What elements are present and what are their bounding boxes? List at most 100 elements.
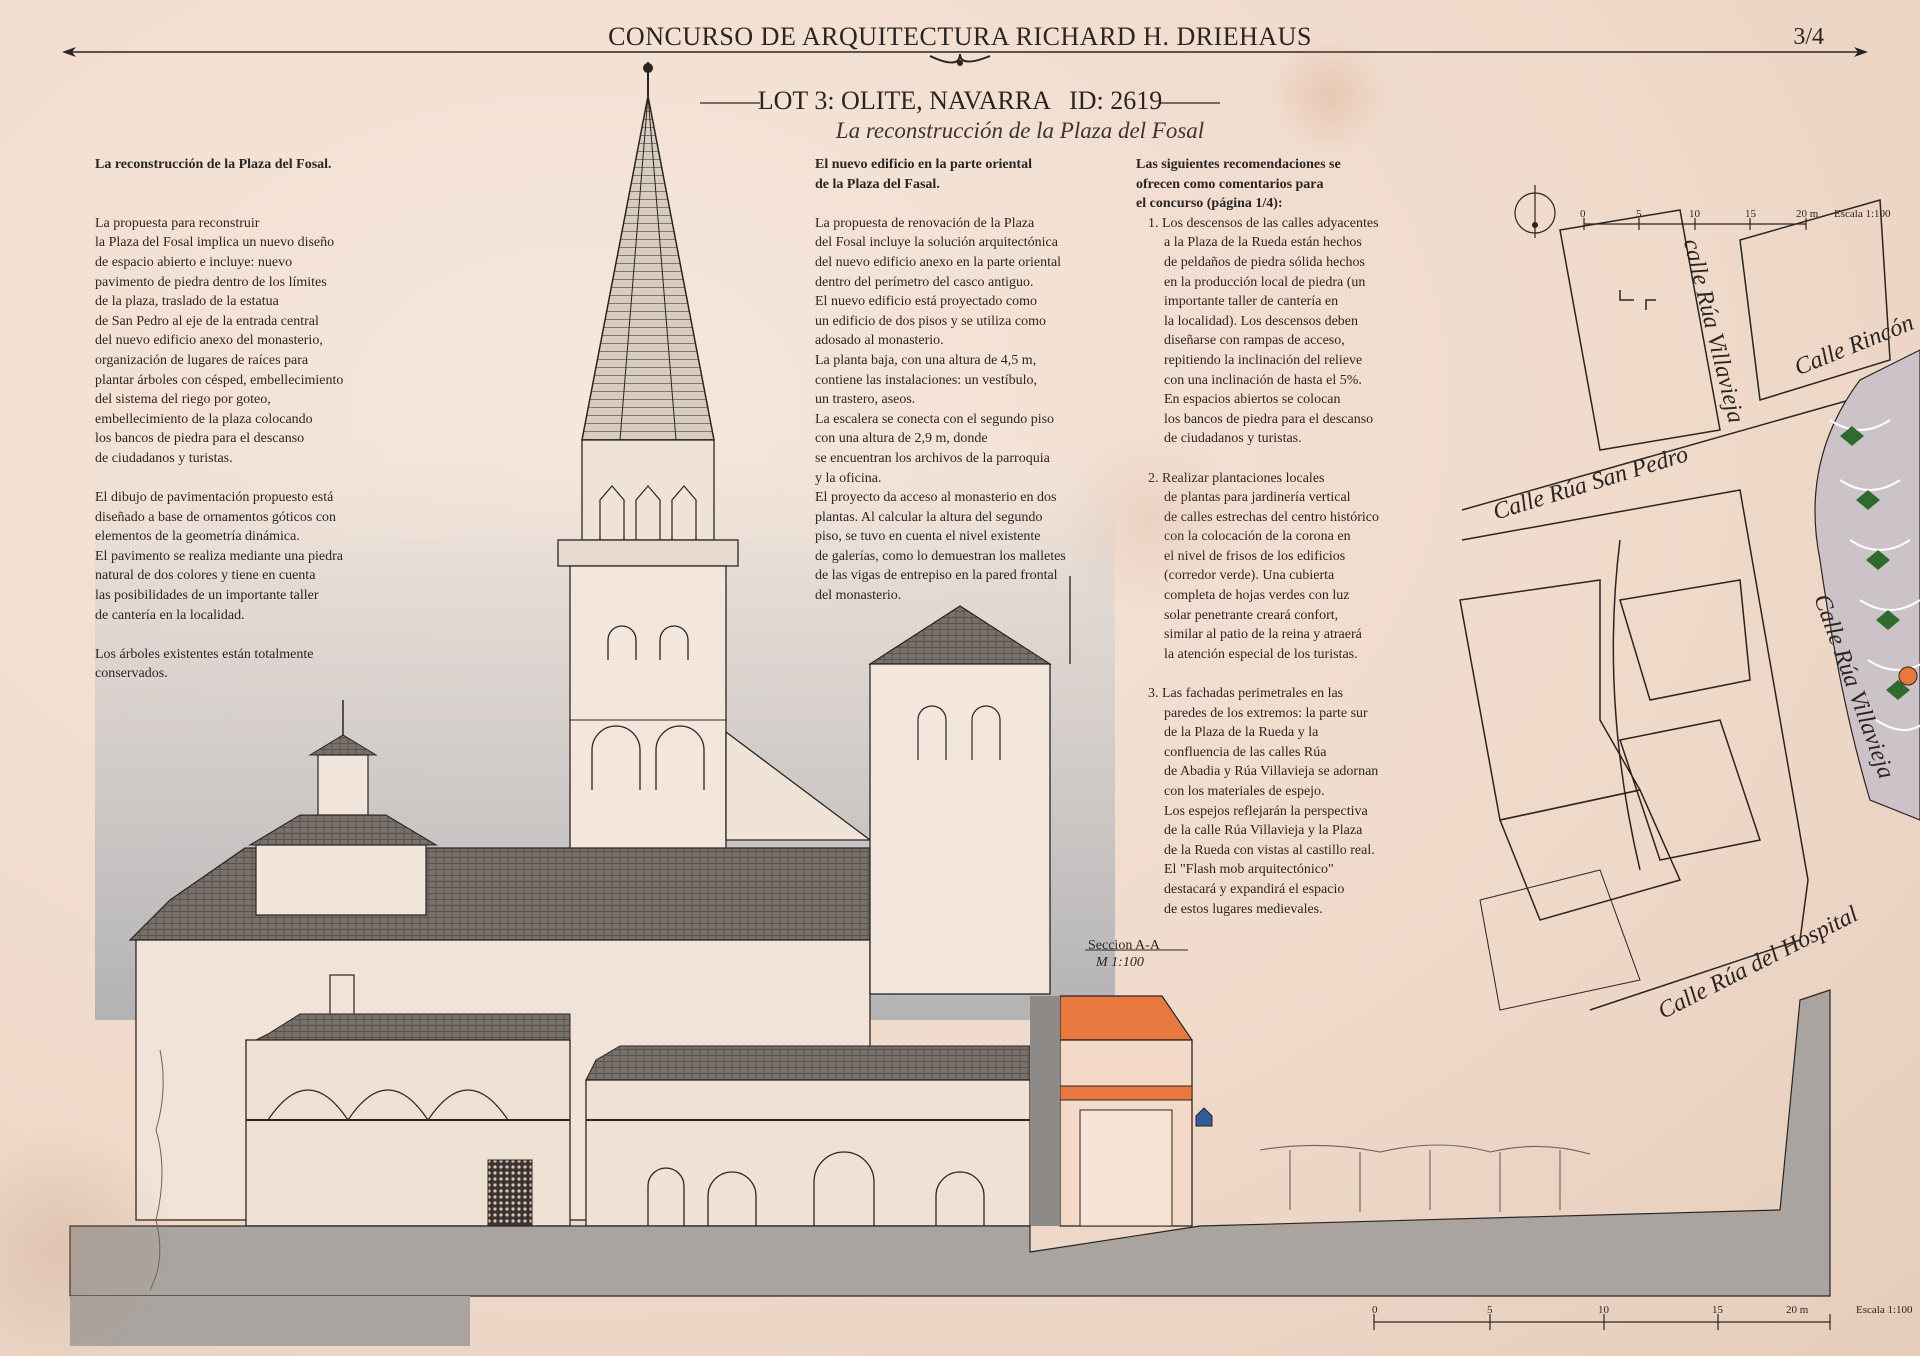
text-line: repitiendo la inclinación del relieve bbox=[1164, 352, 1363, 368]
text-line: el nivel de frisos de los edificios bbox=[1164, 548, 1346, 564]
text-line: la localidad). Los descensos deben bbox=[1164, 313, 1358, 329]
section-scale-bar bbox=[1373, 1314, 1831, 1330]
section-scale-tick-0: 0 bbox=[1372, 1304, 1378, 1316]
plan-scale-tick-5: 5 bbox=[1636, 208, 1642, 220]
text-line: las posibilidades de un importante talle… bbox=[95, 588, 319, 604]
text-line: Los espejos reflejarán la perspectiva bbox=[1164, 803, 1368, 819]
plaza-paving bbox=[1814, 349, 1920, 821]
text-line: y la oficina. bbox=[815, 470, 882, 486]
text-line: de la calle Rúa Villavieja y la Plaza bbox=[1164, 823, 1363, 839]
section-scale-tick-10: 10 bbox=[1598, 1304, 1609, 1316]
text-line: (corredor verde). Una cubierta bbox=[1164, 568, 1335, 584]
text-line: conservados. bbox=[95, 666, 168, 682]
text-line: completa de hojas verdes con luz bbox=[1164, 588, 1350, 604]
text-line: de ciudadanos y turistas. bbox=[1164, 431, 1302, 447]
recommendation-list: 1. Los descensos de las calles adyacente… bbox=[1136, 214, 1456, 919]
text-line: La propuesta de renovación de la Plaza bbox=[815, 215, 1035, 231]
text-line: del sistema del riego por goteo, bbox=[95, 392, 271, 408]
text-line: En espacios abiertos se colocan bbox=[1164, 392, 1341, 408]
text-line: de galerías, como lo demuestran los mall… bbox=[815, 548, 1066, 564]
section-scale-label: Escala 1:100 bbox=[1856, 1304, 1913, 1316]
text-line: los bancos de piedra para el descanso bbox=[95, 431, 305, 447]
section-scale-tick-20: 20 m bbox=[1786, 1304, 1809, 1316]
left-column-heading: La reconstrucción de la Plaza del Fosal. bbox=[95, 157, 332, 172]
header-rule bbox=[62, 47, 1868, 104]
text-line: a la Plaza de la Rueda están hechos bbox=[1164, 235, 1362, 251]
plan-scale-tick-20: 20 m bbox=[1796, 208, 1819, 220]
plan-scale-tick-0: 0 bbox=[1580, 208, 1586, 220]
text-line: paredes de los extremos: la parte sur bbox=[1164, 705, 1368, 721]
text-line: La planta baja, con una altura de 4,5 m, bbox=[815, 352, 1037, 368]
plan-scale-bar bbox=[1583, 218, 1807, 230]
section-scale: M 1:100 bbox=[1096, 955, 1144, 970]
text-line: del nuevo edificio anexo en la parte ori… bbox=[815, 254, 1062, 270]
sheet-title: CONCURSO DE ARQUITECTURA RICHARD H. DRIE… bbox=[608, 22, 1312, 51]
text-line: Las siguientes recomendaciones se bbox=[1136, 157, 1341, 172]
middle-paragraph: La propuesta de renovación de la Plaza de… bbox=[815, 214, 1135, 606]
text-line: los bancos de piedra para el descanso bbox=[1164, 411, 1374, 427]
vine-pergola bbox=[1259, 1144, 1591, 1212]
monastery-tower bbox=[867, 576, 1071, 995]
left-paragraph-2: El dibujo de pavimentación propuesto est… bbox=[95, 488, 415, 625]
text-line: El "Flash mob arquitectónico" bbox=[1164, 862, 1334, 878]
text-line: plantas. Al calcular la altura del segun… bbox=[815, 509, 1043, 525]
text-line: de San Pedro al eje de la entrada centra… bbox=[95, 313, 319, 329]
page-number: 3/4 bbox=[1793, 24, 1824, 50]
text-line: de la Plaza del Fasal. bbox=[815, 176, 940, 192]
text-line: un edificio de dos pisos y se utiliza co… bbox=[815, 313, 1046, 329]
text-line: elementos de la geometría dinámica. bbox=[95, 529, 300, 545]
lot-heading: LOT 3: OLITE, NAVARRA ID: 2619 bbox=[757, 86, 1163, 115]
new-annex-building bbox=[1030, 995, 1213, 1227]
text-line: de peldaños de piedra sólida hechos bbox=[1164, 254, 1365, 270]
text-line: de la Plaza de la Rueda y la bbox=[1164, 725, 1319, 741]
text-line: diseñarse con rampas de acceso, bbox=[1164, 333, 1345, 349]
text-line: de Abadia y Rúa Villavieja se adornan bbox=[1164, 764, 1379, 780]
text-line: de las vigas de entrepiso en la pared fr… bbox=[815, 568, 1058, 584]
text-line: El dibujo de pavimentación propuesto est… bbox=[95, 490, 334, 506]
text-line: organización de lugares de raíces para bbox=[95, 352, 309, 368]
gallery-section bbox=[245, 1013, 1031, 1303]
plan-scale-tick-15: 15 bbox=[1745, 208, 1756, 220]
site-plan bbox=[1459, 199, 1920, 1011]
text-line: del Fosal incluye la solución arquitectó… bbox=[815, 235, 1058, 251]
north-arrow-icon bbox=[1514, 185, 1556, 238]
section-scale-tick-5: 5 bbox=[1487, 1304, 1493, 1316]
text-line: adosado al monasterio. bbox=[815, 333, 944, 349]
left-text-column: La reconstrucción de la Plaza del Fosal.… bbox=[95, 155, 415, 684]
section-scale-tick-15: 15 bbox=[1712, 1304, 1723, 1316]
text-line: de la plaza, traslado de la estatua bbox=[95, 294, 279, 310]
text-line: confluencia de las calles Rúa bbox=[1164, 744, 1327, 760]
text-line: del monasterio. bbox=[815, 588, 902, 604]
text-line: El pavimento se realiza mediante una pie… bbox=[95, 548, 344, 564]
text-line: de calles estrechas del centro histórico bbox=[1164, 509, 1379, 525]
text-line: un trastero, aseos. bbox=[815, 392, 916, 408]
text-line: contiene las instalaciones: un vestíbulo… bbox=[815, 372, 1038, 388]
text-line: de plantas para jardinería vertical bbox=[1164, 490, 1351, 506]
bell-tower bbox=[557, 62, 739, 851]
text-line: diseñado a base de ornamentos góticos co… bbox=[95, 509, 337, 525]
plan-scale-tick-10: 10 bbox=[1689, 208, 1700, 220]
text-line: plantar árboles con césped, embellecimie… bbox=[95, 372, 344, 388]
text-line: natural de dos colores y tiene en cuenta bbox=[95, 568, 316, 584]
plan-scale-label: Escala 1:100 bbox=[1834, 208, 1891, 220]
text-line: el concurso (página 1/4): bbox=[1136, 196, 1283, 212]
text-line: en la producción local de piedra (un bbox=[1164, 274, 1366, 290]
text-line: destacará y expandirá el espacio bbox=[1164, 881, 1345, 897]
text-line: 3. Las fachadas perimetrales en las bbox=[1148, 686, 1344, 702]
text-line: con la colocación de la corona en bbox=[1164, 529, 1351, 545]
text-line: del nuevo edificio anexo del monasterio, bbox=[95, 333, 323, 349]
text-line: pavimento de piedra dentro de los límite… bbox=[95, 274, 327, 290]
left-paragraph-3: Los árboles existentes están totalmente c… bbox=[95, 645, 415, 684]
text-line: piso, se tuvo en cuenta el nivel existen… bbox=[815, 529, 1041, 545]
text-line: con una inclinación de hasta el 5%. bbox=[1164, 372, 1362, 388]
text-line: de espacio abierto e incluye: nuevo bbox=[95, 254, 293, 270]
text-line: Los árboles existentes están totalmente bbox=[95, 646, 314, 662]
text-line: de estos lugares medievales. bbox=[1164, 901, 1323, 917]
text-line: La escalera se conecta con el segundo pi… bbox=[815, 411, 1055, 427]
text-line: La propuesta para reconstruir bbox=[95, 215, 260, 231]
